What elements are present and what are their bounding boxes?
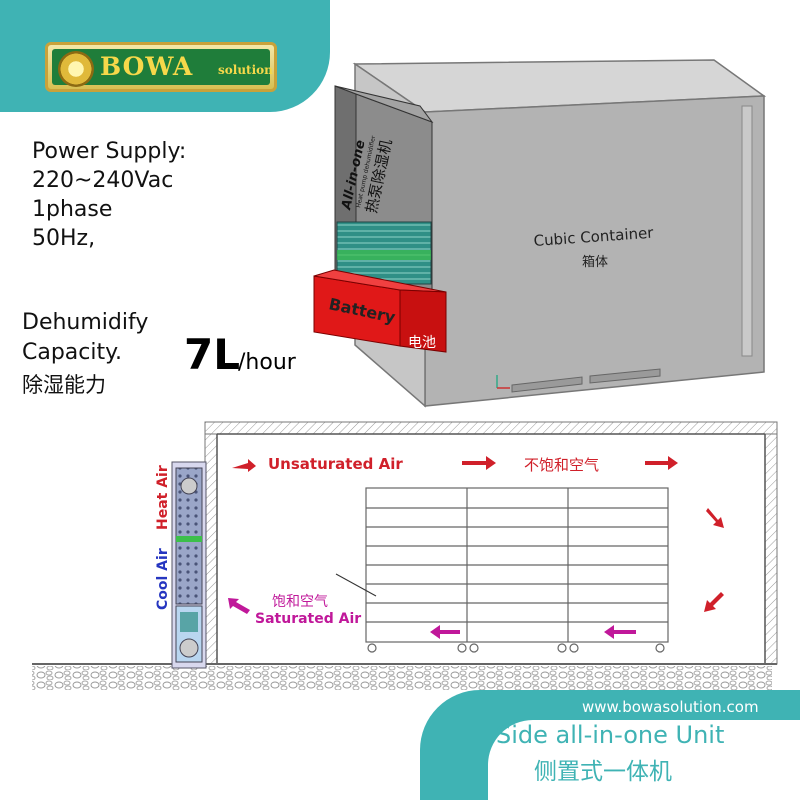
unsaturated-air-label: Unsaturated Air [268, 455, 403, 473]
cargo-shelves [365, 487, 669, 653]
container-label-cn: 箱体 [582, 254, 608, 270]
red-arrow-2 [462, 456, 496, 470]
red-arrow-4 [706, 508, 724, 528]
cool-air-label: Cool Air [155, 548, 171, 610]
unit-title-cn: 侧置式一体机 [534, 759, 672, 785]
unit-fan-band [337, 250, 431, 260]
unsaturated-air-cn: 不饱和空气 [524, 456, 599, 474]
ground-gravel [32, 666, 772, 690]
heat-air-label: Heat Air [155, 465, 171, 530]
power-supply-frequency: 50Hz, [32, 226, 96, 251]
red-arrow-1 [232, 459, 256, 472]
section-room-walls [204, 421, 778, 665]
container-door-hinge [741, 105, 753, 357]
magenta-arrow-3 [604, 625, 636, 639]
battery [313, 269, 447, 353]
red-arrow-5 [704, 592, 724, 612]
capacity-label-line1: Dehumidify [22, 310, 149, 335]
capacity-label-line2: Capacity. [22, 340, 122, 365]
power-supply-voltage: 220~240Vac [32, 168, 174, 193]
magenta-arrow-2 [430, 625, 460, 639]
saturated-air-arrows [228, 598, 636, 639]
saturated-leader-line [335, 573, 377, 597]
logo-brand-name: BOWA [100, 52, 194, 81]
logo-tagline: solution [218, 63, 273, 77]
capacity-value: 7L [184, 330, 240, 379]
capacity-label-cn: 除湿能力 [22, 373, 106, 397]
container-front-face [424, 95, 765, 407]
power-supply-label: Power Supply: [32, 139, 187, 164]
unit-title: Side all-in-one Unit [496, 721, 725, 749]
bowa-logo: BOWA solution [45, 42, 277, 92]
website-link[interactable]: www.bowasolution.com [582, 698, 759, 716]
red-arrow-3 [645, 456, 678, 470]
axis-marker [496, 375, 510, 389]
saturated-air-cn: 饱和空气 [272, 594, 328, 610]
container-vent-right [589, 368, 661, 384]
bottom-banner-inset [488, 720, 800, 800]
saturated-air-label: Saturated Air [255, 611, 361, 627]
side-unit-section [171, 461, 207, 669]
power-supply-phase: 1phase [32, 197, 113, 222]
logo-emblem-icon [58, 51, 94, 87]
logo-plate: BOWA solution [52, 49, 273, 87]
unsaturated-air-arrows [232, 456, 724, 612]
battery-label-cn: 电池 [408, 335, 436, 351]
capacity-unit: /hour [238, 350, 296, 375]
container-vent-left [511, 376, 583, 393]
magenta-arrow-1 [228, 598, 250, 614]
